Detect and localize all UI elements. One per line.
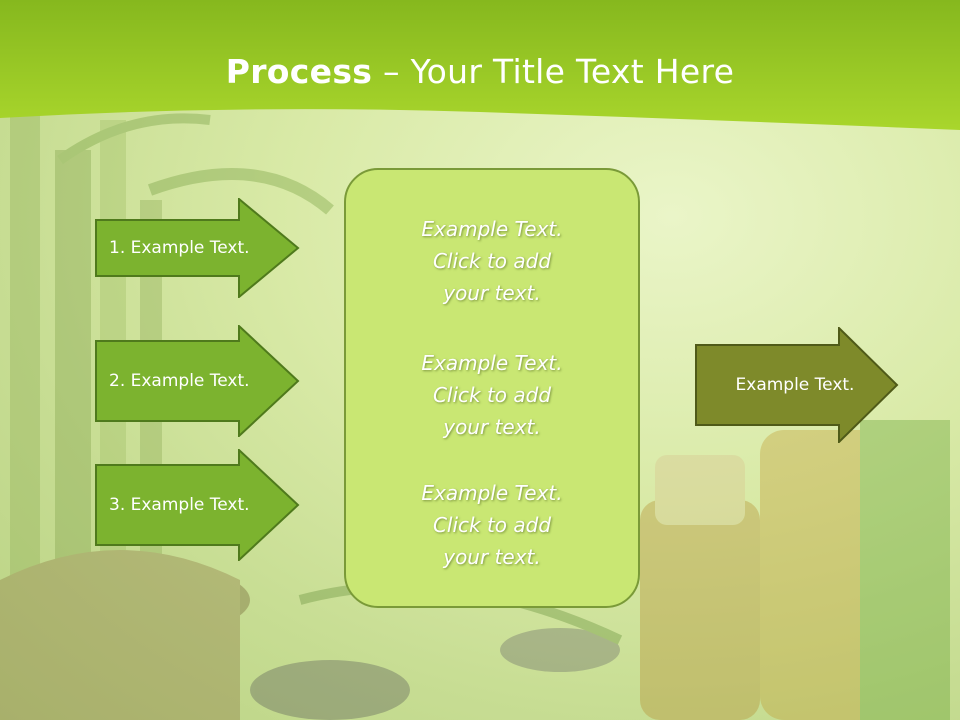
panel-line: your text. [443,545,541,569]
arrow-shape [695,327,899,443]
spa-bottles-decoration [250,420,950,720]
arrow-label: Example Text. [735,375,855,395]
arrow-shape [95,198,300,298]
arrow-step-2[interactable]: 2. Example Text. [95,325,300,437]
slide-title: Process – Your Title Text Here [0,52,960,91]
arrow-output[interactable]: Example Text. [695,327,900,443]
panel-line: Example Text. [421,481,563,505]
panel-text-block-3[interactable]: Example Text. Click to add your text. [344,477,640,573]
panel-line: Click to add [432,383,552,407]
panel-line: your text. [443,415,541,439]
panel-text-block-2[interactable]: Example Text. Click to add your text. [344,347,640,443]
arrow-shape [95,449,300,561]
arrow-label: 1. Example Text. [109,238,250,258]
header-band [0,0,960,130]
panel-line: your text. [443,281,541,305]
panel-line: Click to add [432,249,552,273]
arrow-step-1[interactable]: 1. Example Text. [95,198,300,298]
process-panel[interactable] [344,168,640,608]
title-rest: – Your Title Text Here [372,52,735,91]
arrow-label: 2. Example Text. [109,371,250,391]
panel-text-block-1[interactable]: Example Text. Click to add your text. [344,213,640,309]
arrow-label: 3. Example Text. [109,495,250,515]
panel-line: Example Text. [421,217,563,241]
panel-line: Example Text. [421,351,563,375]
arrow-step-3[interactable]: 3. Example Text. [95,449,300,561]
title-bold: Process [225,52,373,91]
panel-line: Click to add [432,513,552,537]
arrow-shape [95,325,300,437]
